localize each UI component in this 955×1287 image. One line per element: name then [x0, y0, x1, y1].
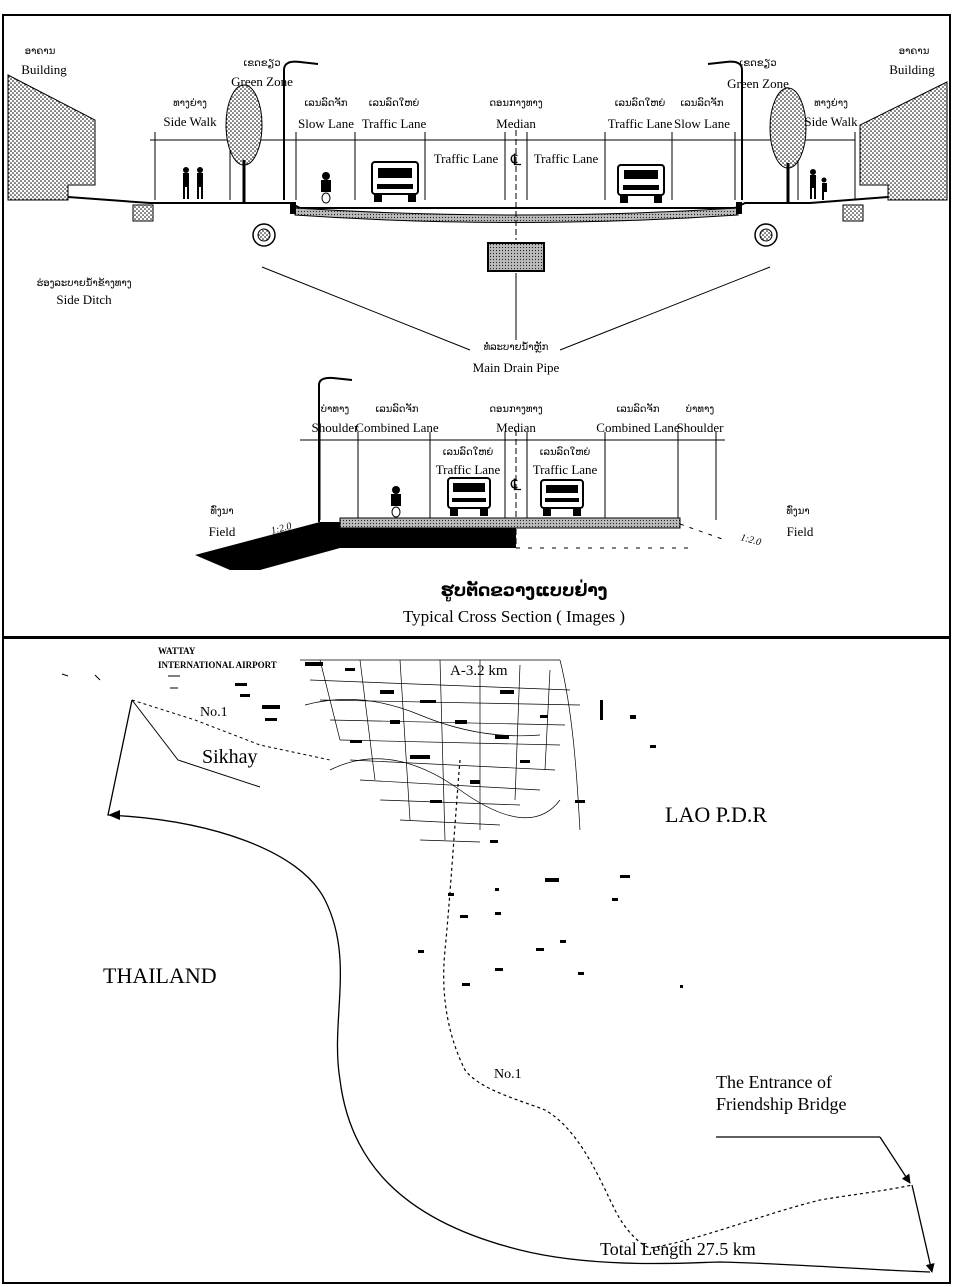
- building-left-lao: ອາຄານ: [25, 46, 56, 57]
- street-lamp-lower-icon: [318, 376, 353, 522]
- river-border: [107, 699, 931, 1273]
- main-drain-lao: ທໍ່ລະບາຍນ້ຳຫຼັກ: [484, 340, 549, 353]
- building-left: [7, 74, 96, 201]
- rural-cross-section: ບ່າທາງ Shoulder ບ່າທາງ Shoulder ເລນລົດຈັ…: [195, 376, 814, 626]
- thailand-label: THAILAND: [103, 963, 217, 988]
- combined-lane-left-label: Combined Lane: [355, 420, 439, 435]
- side-ditch-left: [132, 204, 154, 222]
- traffic-lane-lower-left-label: Traffic Lane: [436, 462, 501, 477]
- sidewalk-right-lao: ທາງຍ່າງ: [814, 97, 848, 109]
- slow-lane-right-label: Slow Lane: [674, 116, 730, 131]
- caption-label: Typical Cross Section ( Images ): [403, 607, 625, 626]
- sikhay-label: Sikhay: [202, 746, 258, 768]
- building-left-label: Building: [21, 62, 67, 77]
- field-left-lao: ທົ່ງນາ: [210, 504, 233, 517]
- slope-left-label: 1:2.0: [270, 521, 293, 537]
- slow-lane-right-lao: ເລນລົດຈັກ: [680, 96, 723, 109]
- street-lamp-right-icon: [707, 60, 743, 200]
- green-zone-left-lao: ເຂດຂຽວ: [243, 58, 280, 69]
- combined-lane-right-lao: ເລນລົດຈັກ: [616, 402, 659, 415]
- combined-lane-left-lao: ເລນລົດຈັກ: [375, 402, 418, 415]
- traffic-lane-inner-left-label: Traffic Lane: [434, 151, 499, 166]
- entrance-line2-label: Friendship Bridge: [716, 1094, 847, 1114]
- sidewalk-left-label: Side Walk: [163, 114, 217, 129]
- side-ditch-label: Side Ditch: [56, 292, 112, 307]
- route-map: WATTAY INTERNATIONAL AIRPORT A-3.2 km No…: [61, 646, 935, 1273]
- main-drain-box: [487, 242, 545, 272]
- shoulder-left-lao: ບ່າທາງ: [321, 403, 350, 415]
- airport-top-label: WATTAY: [158, 646, 196, 656]
- street-lamp-left-icon: [283, 60, 319, 200]
- route-no1-mid-label: No.1: [494, 1067, 522, 1082]
- field-left-label: Field: [209, 524, 236, 539]
- car-lower-left-icon: [447, 477, 491, 516]
- side-ditch-right: [842, 204, 864, 222]
- entrance-line1-label: The Entrance of: [716, 1072, 832, 1092]
- green-zone-left-label: Green Zone: [231, 74, 293, 89]
- urban-cross-section: ອາຄານ Building ອາຄານ Building ເຂດຂຽວ Gre…: [7, 46, 948, 375]
- green-zone-right-lao: ເຂດຂຽວ: [739, 58, 776, 69]
- shoulder-right-lao: ບ່າທາງ: [686, 403, 715, 415]
- field-right-lao: ທົ່ງນາ: [786, 504, 809, 517]
- traffic-lane-upper-right-lao: ເລນລົດໃຫຍ່: [615, 96, 666, 109]
- pedestrians-right-icon: [810, 169, 827, 200]
- car-upper-left-icon: [371, 161, 419, 202]
- slow-lane-left-label: Slow Lane: [298, 116, 354, 131]
- sidewalk-left-lao: ທາງຍ່າງ: [173, 97, 207, 109]
- pavement-lower: [339, 517, 681, 529]
- combined-lane-right-label: Combined Lane: [596, 420, 680, 435]
- side-ditch-lao: ຮ່ອງລະບາຍນ້ຳຂ້າງທາງ: [36, 277, 131, 289]
- tree-left-icon: [225, 84, 263, 202]
- shoulder-right-label: Shoulder: [677, 420, 725, 435]
- road-surface-line: [67, 196, 889, 209]
- centerline-lower-symbol: ℄: [510, 477, 522, 494]
- green-zone-right-label: Green Zone: [727, 76, 789, 91]
- panel-divider: [2, 636, 951, 639]
- traffic-lane-lower-right-lao: ເລນລົດໃຫຍ່: [540, 445, 591, 458]
- city-street-network: [300, 659, 581, 843]
- median-label: Median: [496, 116, 536, 131]
- median-lao: ດອນກາງທາງ: [489, 98, 542, 109]
- pedestrians-left-icon: [183, 167, 203, 199]
- median-lower-label: Median: [496, 420, 536, 435]
- traffic-lane-lower-right-label: Traffic Lane: [533, 462, 598, 477]
- slope-right-label: 1:2.0: [739, 532, 762, 548]
- traffic-lane-upper-left-label: Traffic Lane: [362, 116, 427, 131]
- shoulder-left-label: Shoulder: [312, 420, 360, 435]
- building-right-lao: ອາຄານ: [899, 46, 930, 57]
- field-right-label: Field: [787, 524, 814, 539]
- building-right: [859, 81, 948, 201]
- sidewalk-right-label: Side Walk: [804, 114, 858, 129]
- motorcycle-left-icon: [321, 172, 331, 204]
- traffic-lane-upper-left-lao: ເລນລົດໃຫຍ່: [369, 96, 420, 109]
- curb-left: [290, 202, 296, 214]
- city-blocks: [235, 662, 683, 988]
- slow-lane-left-lao: ເລນລົດຈັກ: [304, 96, 347, 109]
- car-lower-right-icon: [540, 479, 584, 516]
- motorcycle-lower-icon: [391, 486, 401, 518]
- caption-lao: ຮູບຕັດຂວາງແບບຢ່າງ: [441, 578, 608, 602]
- traffic-lane-lower-left-lao: ເລນລົດໃຫຍ່: [443, 445, 494, 458]
- centerline-symbol: ℄: [510, 152, 522, 169]
- median-lower-lao: ດອນກາງທາງ: [489, 404, 542, 415]
- curb-right: [736, 202, 742, 214]
- top-distance-label: A-3.2 km: [450, 663, 508, 679]
- car-upper-right-icon: [617, 164, 665, 203]
- traffic-lane-inner-right-label: Traffic Lane: [534, 151, 599, 166]
- tree-right-icon: [769, 87, 807, 202]
- traffic-lane-upper-right-label: Traffic Lane: [608, 116, 673, 131]
- route-no1: [443, 759, 913, 1249]
- airport-label: INTERNATIONAL AIRPORT: [158, 660, 277, 670]
- figure-frame: [2, 14, 951, 1284]
- total-length-label: Total Length 27.5 km: [600, 1239, 756, 1259]
- main-drain-label: Main Drain Pipe: [473, 360, 560, 375]
- building-right-label: Building: [889, 62, 935, 77]
- lao-pdr-label: LAO P.D.R: [665, 802, 767, 827]
- route-no1-top-label: No.1: [200, 705, 228, 720]
- embankment-left: [195, 522, 516, 570]
